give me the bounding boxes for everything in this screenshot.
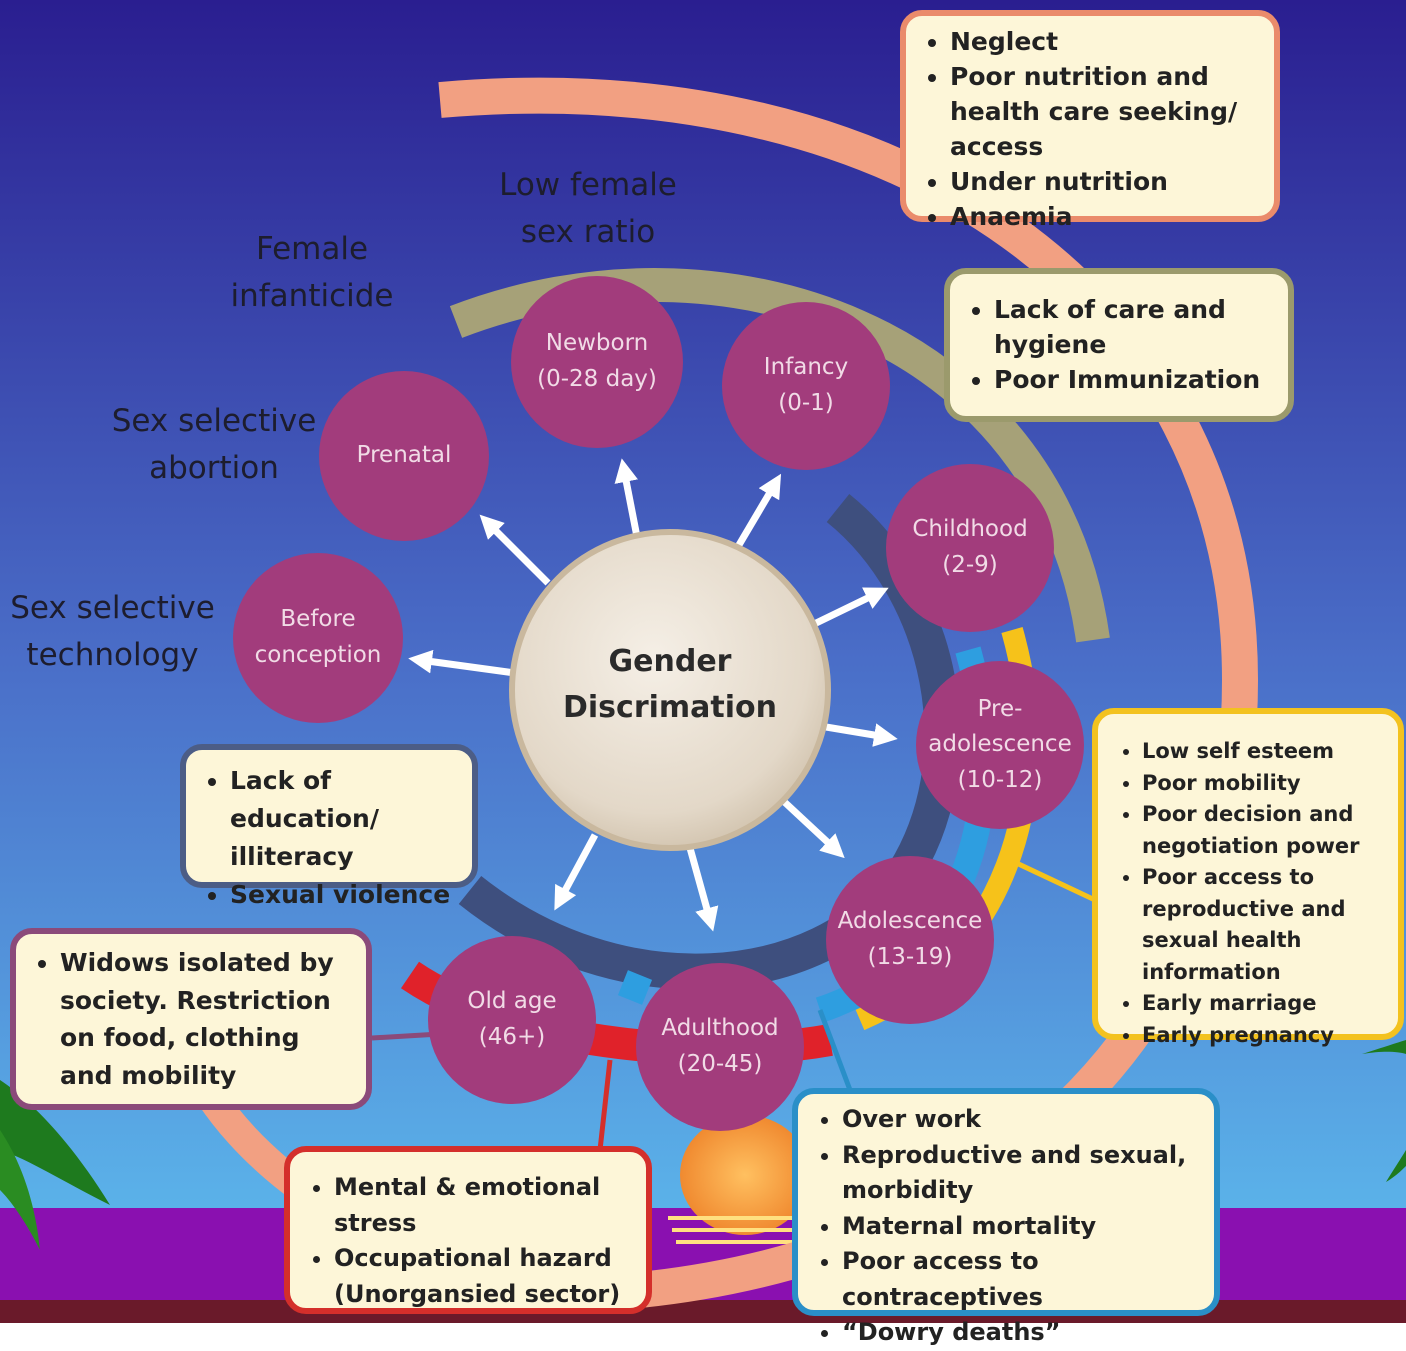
arrow <box>775 793 845 859</box>
stage-circle-adolescence <box>826 856 994 1024</box>
box-care-item: Poor Immunization <box>994 362 1274 397</box>
palm-leaf-right-icon <box>1362 1040 1406 1182</box>
box-care-item: Lack of care and hygiene <box>994 292 1274 362</box>
arrow <box>614 458 642 543</box>
box-adolescent-item: Early pregnancy <box>1142 1020 1384 1052</box>
box-adult-item: “Dowry deaths” <box>842 1315 1200 1351</box>
box-nutrition-item: Anaemia <box>950 199 1260 234</box>
box-adult-item: Reproductive and sexual, morbidity <box>842 1138 1200 1209</box>
stage-circle-adulthood <box>636 963 804 1131</box>
arrow <box>825 723 898 747</box>
label-low-female-sex-ratio: Low female sex ratio <box>499 167 677 250</box>
arrow <box>554 833 599 911</box>
box-adolescent-item: Poor mobility <box>1142 768 1384 800</box>
sun-icon <box>680 1115 810 1235</box>
box-education: Lack of education/ illiteracy Sexual vio… <box>180 744 478 909</box>
box-widows-item: Widows isolated by society. Restriction … <box>60 944 352 1094</box>
box-adolescent-item: Poor decision and negotiation power <box>1142 799 1384 862</box>
box-occupational: Mental & emotional stress Occupational h… <box>284 1146 652 1314</box>
connector-lines <box>371 857 1097 1151</box>
box-nutrition-item: Under nutrition <box>950 164 1260 199</box>
box-nutrition-item: Neglect <box>950 24 1260 59</box>
box-adolescent-item: Poor access to reproductive and sexual h… <box>1142 862 1384 988</box>
stage-circle-childhood <box>886 464 1054 632</box>
box-adolescent-item: Early marriage <box>1142 988 1384 1020</box>
box-adolescent: Low self esteem Poor mobility Poor decis… <box>1092 708 1404 1047</box>
arrow <box>732 473 782 552</box>
box-nutrition: Neglect Poor nutrition and health care s… <box>900 10 1280 231</box>
sun-reflection <box>668 1216 800 1244</box>
label-sex-selective-abortion: Sex selective abortion <box>111 403 317 486</box>
center-circle <box>509 529 831 851</box>
arrows <box>408 458 898 932</box>
box-adolescent-item: Low self esteem <box>1142 736 1384 768</box>
box-occupational-item: Occupational hazard (Unorgansied sector) <box>334 1241 632 1312</box>
box-care: Lack of care and hygiene Poor Immunizati… <box>944 268 1294 422</box>
stage-circle-before-conception <box>233 553 403 723</box>
label-female-infanticide: Female infanticide <box>230 231 394 314</box>
box-nutrition-item: Poor nutrition and health care seeking/ … <box>950 59 1260 164</box>
label-sex-selective-technology: Sex selective technology <box>10 590 215 673</box>
stage-circle-old-age <box>428 936 596 1104</box>
box-education-item: Sexual violence <box>230 876 458 914</box>
stage-circles <box>233 276 1084 1131</box>
box-adult-item: Maternal mortality <box>842 1209 1200 1245</box>
box-widows: Widows isolated by society. Restriction … <box>10 928 372 1110</box>
arrow <box>479 514 551 586</box>
stage-circle-prenatal <box>319 371 489 541</box>
palm-leaf-left-icon <box>0 1080 110 1250</box>
box-education-item: Lack of education/ illiteracy <box>230 762 458 876</box>
stage-circle-pre-adolescence <box>916 661 1084 829</box>
box-adult: Over work Reproductive and sexual, morbi… <box>792 1088 1220 1346</box>
box-adult-item: Poor access to contraceptives <box>842 1244 1200 1315</box>
center-label: Gender Discrimation <box>563 643 777 726</box>
arrow <box>686 847 719 932</box>
stage-circle-infancy <box>722 302 890 470</box>
box-adult-item: Over work <box>842 1102 1200 1138</box>
stage-circle-newborn <box>511 276 683 448</box>
blue-arc-bottom <box>617 970 653 1005</box>
box-occupational-item: Mental & emotional stress <box>334 1170 632 1241</box>
arrow <box>408 649 516 677</box>
arrow <box>808 587 889 630</box>
